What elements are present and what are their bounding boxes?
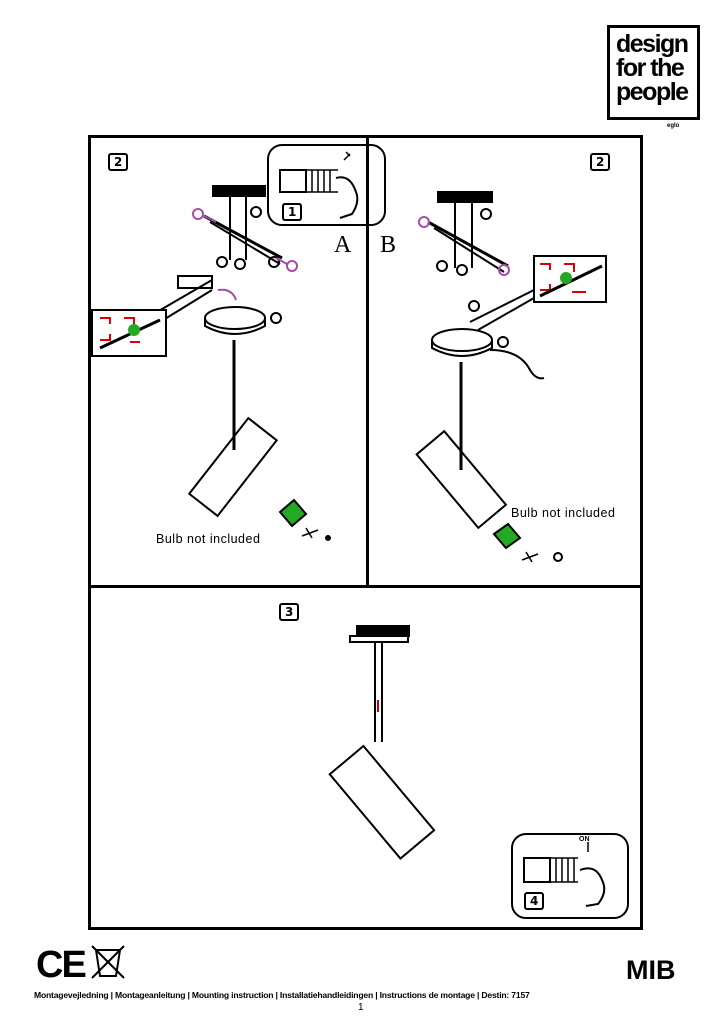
step-label-c: 3 bbox=[279, 603, 300, 621]
logo-line-1: design bbox=[616, 30, 689, 58]
spot-head-c bbox=[328, 744, 436, 860]
bulb-icon-a bbox=[278, 498, 308, 528]
inset-step-label-a: 1 bbox=[282, 203, 303, 221]
ceiling-plate-c bbox=[356, 625, 410, 637]
canopy-b bbox=[431, 328, 493, 352]
panel-divider-vertical bbox=[366, 135, 369, 587]
switch-coil-icon bbox=[306, 169, 338, 193]
terminal-block-a bbox=[177, 275, 213, 289]
ground-icon bbox=[128, 324, 140, 336]
brand-logo: design for the people bbox=[607, 25, 700, 120]
cable-b bbox=[489, 349, 545, 380]
spot-head-a bbox=[187, 416, 279, 518]
bulb-icon-b bbox=[492, 522, 522, 550]
instruction-frame bbox=[88, 135, 643, 930]
ceiling-bracket-a bbox=[212, 185, 266, 197]
inset-step-label-c: 4 bbox=[524, 892, 545, 910]
logo-line-3: people bbox=[616, 78, 689, 106]
switch-box-icon bbox=[279, 169, 307, 193]
step-label-a: 2 bbox=[108, 153, 129, 171]
canopy-a bbox=[204, 306, 266, 330]
logo-line-2: for the bbox=[616, 54, 685, 82]
hand-icon-c bbox=[579, 867, 606, 907]
ceiling-bracket-b bbox=[437, 191, 493, 203]
step-label-b: 2 bbox=[590, 153, 611, 171]
mounting-bar-b bbox=[427, 220, 509, 268]
spot-head-b bbox=[415, 429, 508, 530]
panel-divider-horizontal bbox=[88, 585, 643, 588]
bulb-note-a: Bulb not included bbox=[156, 532, 261, 546]
inset-switch-panel-a bbox=[267, 144, 386, 226]
model-name: MIB bbox=[626, 955, 676, 985]
logo-subbrand: eglo bbox=[667, 123, 680, 129]
switch-on-label: ON bbox=[579, 836, 590, 843]
page-number: 1 bbox=[358, 1002, 364, 1013]
mounting-bar-a bbox=[203, 214, 283, 260]
wall-plug-icon bbox=[192, 208, 298, 301]
screw-icon bbox=[250, 206, 262, 218]
bulb-note-b: Bulb not included bbox=[511, 506, 616, 520]
hand-icon bbox=[335, 176, 359, 219]
inset-switch-panel-c bbox=[511, 833, 629, 919]
weee-bin-icon bbox=[91, 945, 125, 979]
footer-languages: Montagevejledning | Montageanleitung | M… bbox=[34, 990, 530, 1000]
ce-mark: CE bbox=[36, 944, 87, 986]
variant-letter-b: B bbox=[380, 232, 397, 258]
variant-letter-a: A bbox=[334, 232, 352, 258]
